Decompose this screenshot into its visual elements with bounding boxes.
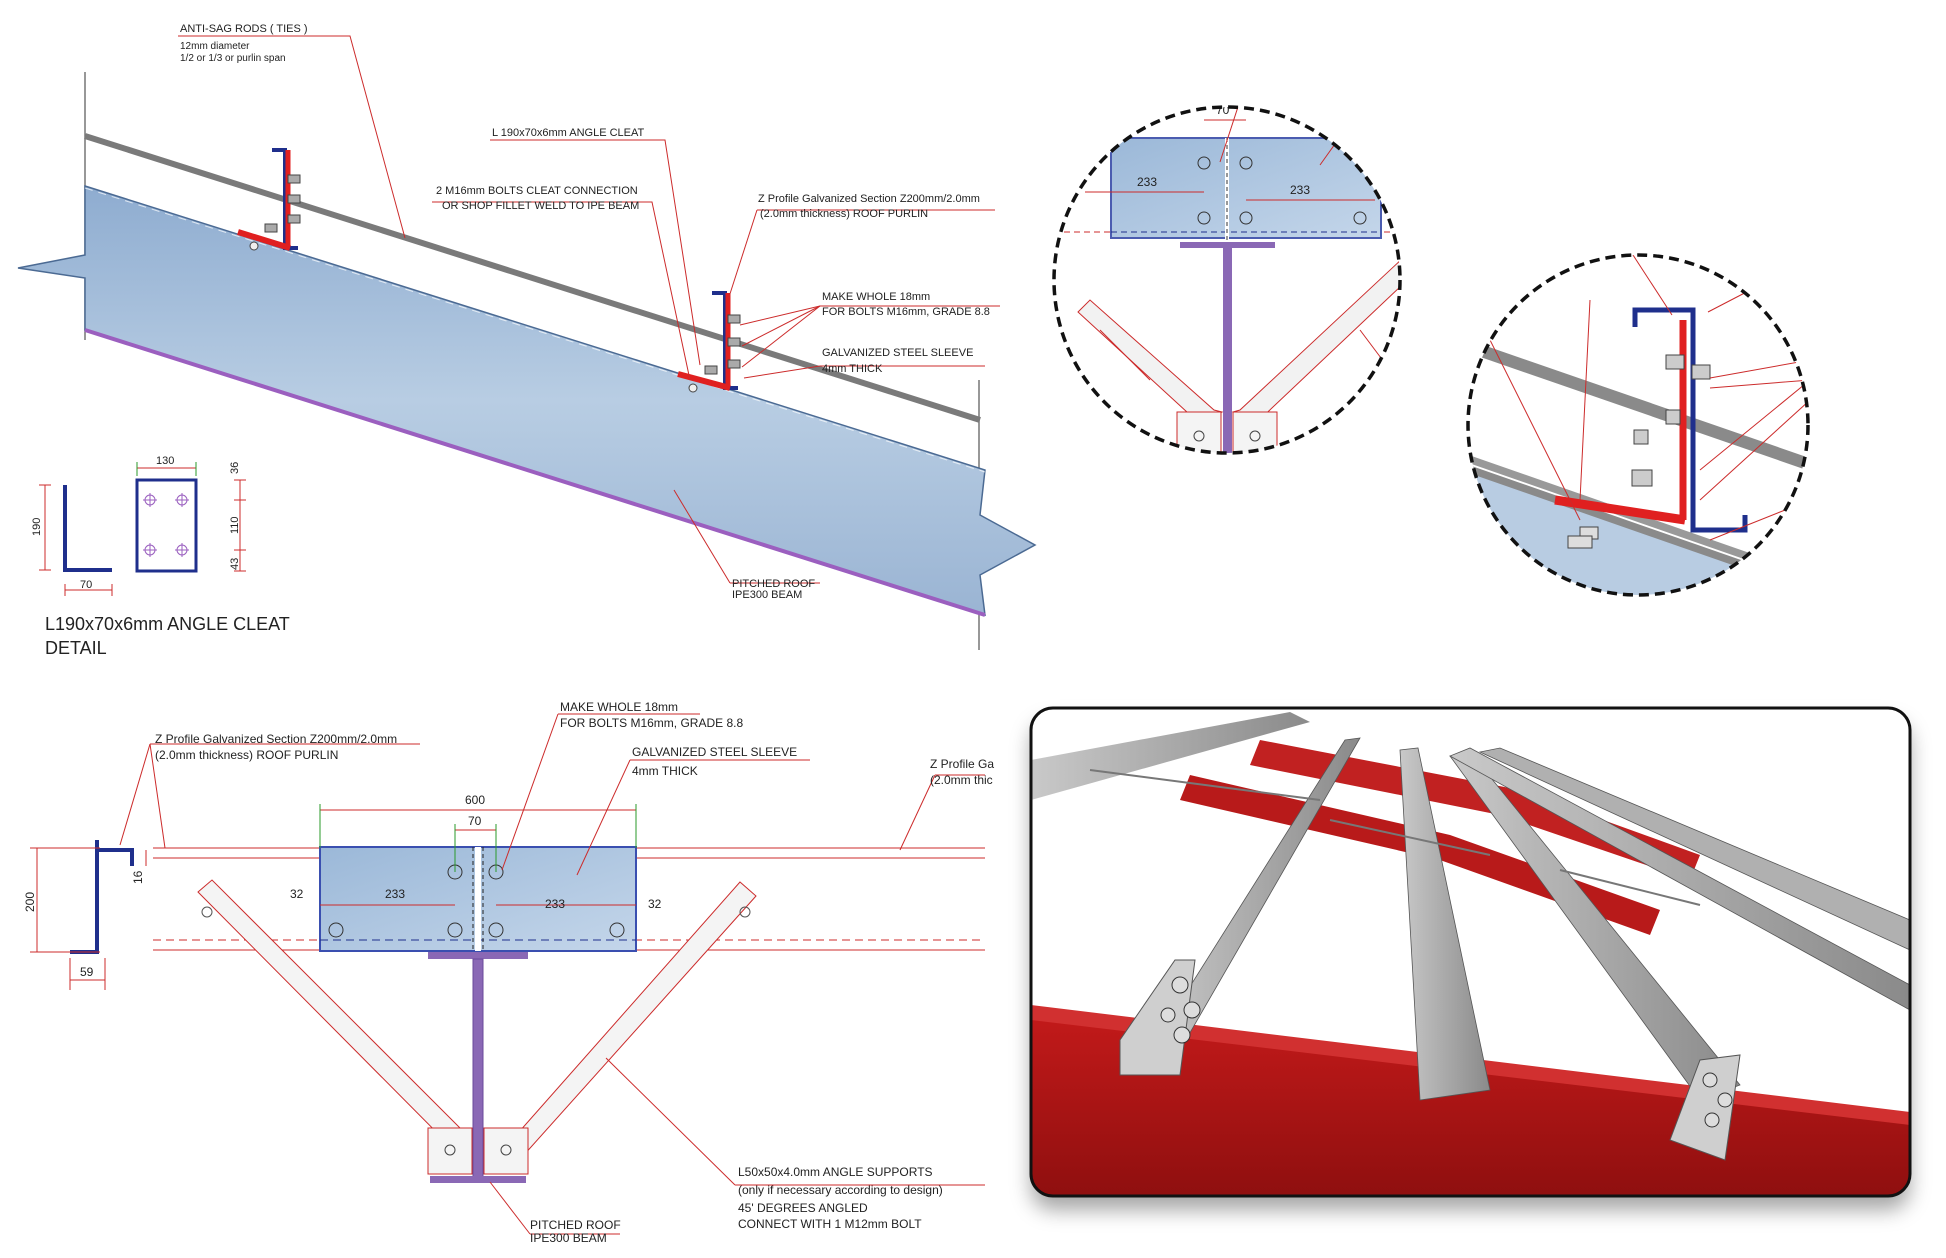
zoom-partial-label: (2.0	[1735, 250, 1773, 275]
dim-36: 36	[229, 462, 241, 474]
bl-support-line2: (only if necessary according to design)	[738, 1183, 943, 1197]
zoom-circle-outline-1	[1052, 105, 1402, 455]
bl-dim-233b: 233	[545, 897, 565, 911]
anti-sag-title: ANTI-SAG RODS ( TIES )	[180, 23, 308, 35]
render-cleat-right	[1669, 1054, 1741, 1161]
bl-dim-16: 16	[131, 870, 145, 884]
cleat-plate	[135, 478, 198, 573]
render-3d-panel	[1029, 706, 1912, 1198]
zprofile-label-line1: Z Profile Galvanized Section Z200mm/2.0m…	[758, 193, 980, 205]
elevation-dimensions	[30, 804, 637, 990]
zoom-dim-233a: 233	[1137, 175, 1157, 189]
ipe300-beam	[17, 184, 1037, 617]
dim-110: 110	[229, 516, 241, 534]
bolts-label-line1: 2 M16mm BOLTS CLEAT CONNECTION	[436, 185, 638, 197]
cleat-dimensions	[39, 462, 246, 596]
render-frame	[1029, 706, 1912, 1198]
cleat-detail-title-line1: L190x70x6mm ANGLE CLEAT	[45, 614, 290, 634]
bl-support-line4: CONNECT WITH 1 M12mm BOLT	[738, 1217, 922, 1231]
bl-dim-32b: 32	[648, 897, 662, 911]
dim-190: 190	[31, 518, 43, 536]
hole-label-line2: FOR BOLTS M16mm, GRADE 8.8	[822, 306, 990, 318]
zoom-dim-233b: 233	[1290, 183, 1310, 197]
cleat-holes	[143, 493, 189, 557]
angle-cleat-label: L 190x70x6mm ANGLE CLEAT	[492, 127, 645, 139]
bl-zprofile-line1: Z Profile Galvanized Section Z200mm/2.0m…	[155, 732, 397, 746]
angle-cleat-detail: 130 36 110 43 190 70 L190x70x6mm ANGLE C…	[31, 455, 290, 658]
z-purlin-right	[677, 291, 741, 393]
roof-label-line2: IPE300 BEAM	[732, 589, 802, 601]
render-main-beam	[1031, 1010, 1910, 1196]
bl-roof-line2: IPE300 BEAM	[530, 1231, 607, 1245]
render-red-purlin-1	[1250, 740, 1700, 880]
roof-section-view: ANTI-SAG RODS ( TIES ) 12mm diameter 1/2…	[17, 23, 1037, 650]
z-purlin-left	[237, 148, 301, 251]
bl-dim-32a: 32	[290, 887, 304, 901]
bl-sleeve-line1: GALVANIZED STEEL SLEEVE	[632, 745, 797, 759]
render-bolts	[1160, 976, 1733, 1128]
zoom-circle-outline-2	[1466, 253, 1810, 597]
roof-label-line1: PITCHED ROOF	[732, 578, 815, 590]
render-gray-purlin-4	[1449, 747, 1910, 1011]
bolts-label-line2: OR SHOP FILLET WELD TO IPE BEAM	[442, 200, 639, 212]
dim-70: 70	[80, 579, 92, 591]
bl-hole-line1: MAKE WHOLE 18mm	[560, 700, 678, 714]
bl-hole-line2: FOR BOLTS M16mm, GRADE 8.8	[560, 716, 743, 730]
z-profile-section	[70, 840, 99, 954]
cleat-section	[63, 485, 112, 572]
bl-dim-59: 59	[80, 965, 94, 979]
zoom-dim-32: 32	[1392, 185, 1406, 199]
cleat-detail-title-line2: DETAIL	[45, 638, 107, 658]
bl-sleeve-line2: 4mm THICK	[632, 764, 698, 778]
render-gray-rafter-top	[1031, 712, 1310, 800]
zoom-circle-purlin: (2.0	[1466, 250, 1810, 597]
connection-elevation-view: Z Profile Galvanized Section Z200mm/2.0m…	[23, 700, 994, 1245]
anti-sag-spacing: 1/2 or 1/3 or purlin span	[180, 53, 286, 64]
anti-sag-diameter: 12mm diameter	[180, 41, 250, 52]
beam-top-flange	[428, 952, 528, 959]
zoom-dim-600: 600	[1210, 85, 1230, 99]
beam-bottom-flange	[430, 1176, 526, 1183]
sleeve-label-line1: GALVANIZED STEEL SLEEVE	[822, 347, 973, 359]
bl-zprofile-right-line1: Z Profile Ga	[930, 757, 994, 771]
zprofile-label-line2: (2.0mm thickness) ROOF PURLIN	[760, 208, 928, 220]
bl-dim-233a: 233	[385, 887, 405, 901]
sleeve-label-line2: 4mm THICK	[822, 363, 883, 375]
dim-130: 130	[156, 455, 174, 467]
bl-zprofile-line2: (2.0mm thickness) ROOF PURLIN	[155, 748, 338, 762]
leader-lines-top	[178, 35, 1000, 584]
beam-flange	[84, 328, 986, 617]
bl-dim-70: 70	[468, 814, 482, 828]
render-gray-purlin-2	[1399, 747, 1491, 1101]
bl-dim-600: 600	[465, 793, 485, 807]
leader-lines-bottom	[119, 713, 985, 1235]
bl-dim-200: 200	[23, 892, 37, 912]
bl-support-line1: L50x50x4.0mm ANGLE SUPPORTS	[738, 1165, 933, 1179]
hole-label-line1: MAKE WHOLE 18mm	[822, 291, 930, 303]
beam-web	[472, 958, 484, 1180]
bl-zprofile-right-line2: (2.0mm thic	[930, 773, 993, 787]
zoom-dim-70: 70	[1216, 103, 1230, 117]
bl-support-line3: 45' DEGREES ANGLED	[738, 1201, 868, 1215]
bl-roof-line1: PITCHED ROOF	[530, 1218, 621, 1232]
zoom-circle-connection: 600 70 233 233 32	[1052, 85, 1406, 455]
dim-43: 43	[229, 558, 241, 570]
anti-sag-rod	[84, 133, 981, 423]
